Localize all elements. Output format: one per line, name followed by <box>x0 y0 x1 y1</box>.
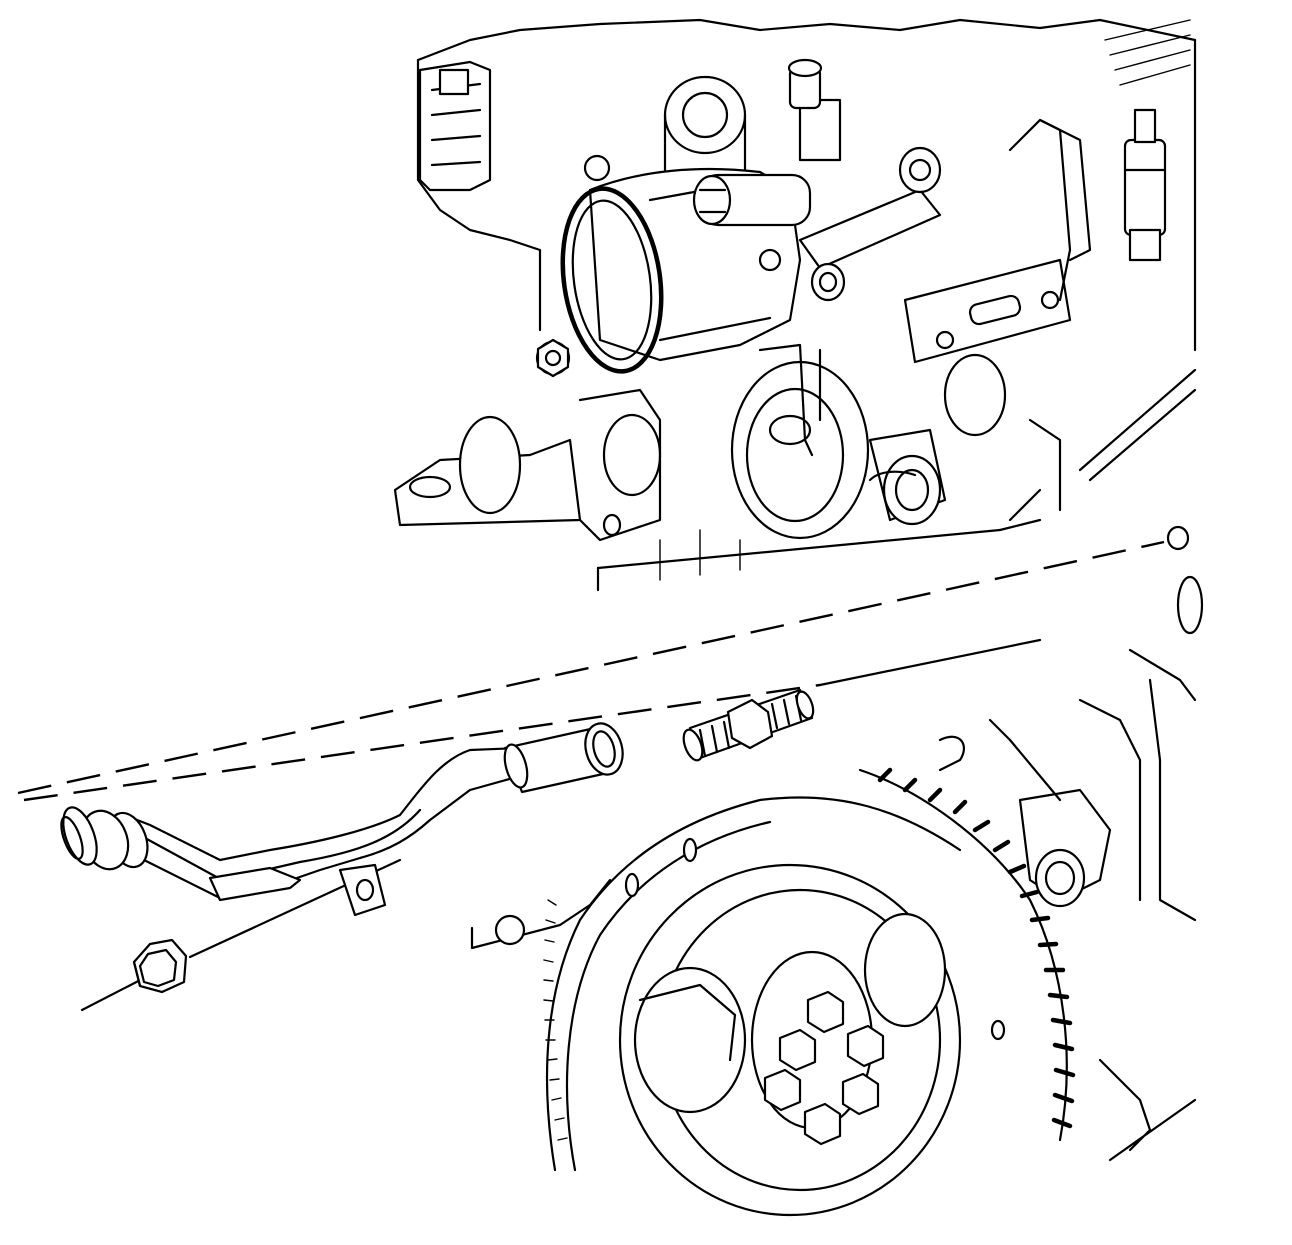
coolant-pipe <box>60 722 624 917</box>
washer <box>1166 525 1190 551</box>
flywheel <box>470 575 1204 1217</box>
stud <box>682 688 815 762</box>
throttle-body <box>560 167 812 374</box>
nut <box>132 938 188 994</box>
bolt <box>535 338 571 378</box>
upper-engine-assembly <box>393 18 1197 592</box>
crankshaft-bolts <box>763 990 885 1146</box>
alignment-line-upper <box>17 540 1165 795</box>
alignment-line-lower <box>23 683 821 802</box>
